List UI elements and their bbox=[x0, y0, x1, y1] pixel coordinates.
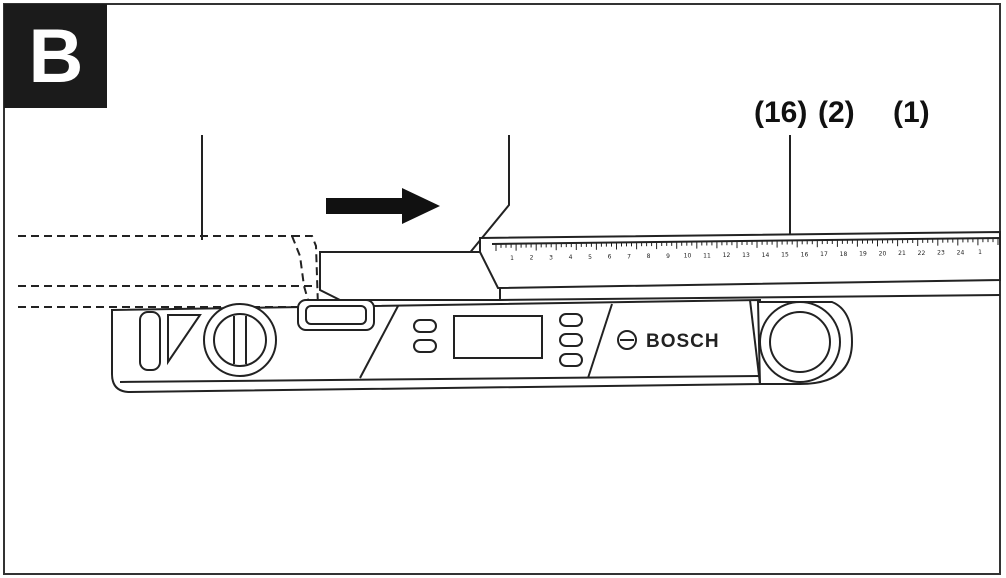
brand-mark: BOSCH bbox=[617, 330, 720, 352]
guide-slot bbox=[297, 299, 375, 331]
ruler-ticks bbox=[495, 238, 999, 251]
sliding-arm bbox=[319, 230, 1001, 301]
arm-front-block bbox=[319, 251, 501, 301]
right-button-middle bbox=[559, 333, 583, 347]
ruler-number: 14 bbox=[762, 252, 770, 259]
ruler-number: 2 bbox=[530, 255, 534, 262]
ruler-number: 13 bbox=[742, 252, 750, 259]
ruler-number: 4 bbox=[569, 254, 573, 261]
ruler-number: 19 bbox=[859, 251, 867, 258]
ghost-arm-dashed bbox=[18, 235, 319, 308]
ruler-number: 21 bbox=[898, 250, 906, 257]
control-panel bbox=[413, 313, 583, 367]
ruler-lower-edge bbox=[499, 294, 1001, 301]
ruler-number: 17 bbox=[820, 251, 828, 258]
ruler-number: 23 bbox=[937, 250, 945, 257]
knob-inner bbox=[213, 313, 267, 367]
locking-knob-icon bbox=[203, 303, 277, 377]
guide-slot-inner bbox=[305, 305, 367, 325]
badge-letter: B bbox=[29, 14, 84, 99]
ruler-number: 1 bbox=[978, 249, 982, 256]
tool-body-slope-left bbox=[359, 305, 399, 379]
left-button-bottom bbox=[413, 339, 437, 353]
ruler-number: 8 bbox=[647, 253, 651, 260]
ruler-number: 18 bbox=[840, 251, 848, 258]
brand-name: BOSCH bbox=[646, 331, 720, 352]
ruler-number: 11 bbox=[703, 253, 711, 260]
ruler-number: 22 bbox=[918, 250, 926, 257]
tool-body-right-cap bbox=[749, 299, 761, 385]
ruler-number: 15 bbox=[781, 252, 789, 259]
left-button-top bbox=[413, 319, 437, 333]
callout-1: (1) bbox=[893, 96, 930, 129]
callout-16: (16) bbox=[754, 96, 807, 129]
ghost-notch bbox=[291, 235, 311, 308]
figure-frame bbox=[3, 3, 1001, 575]
ruler-number: 12 bbox=[723, 252, 731, 259]
vial-wedge bbox=[167, 314, 202, 366]
ruler-body bbox=[479, 230, 1001, 290]
callout-labels: (16) (2) (1) bbox=[754, 96, 930, 129]
ruler-number: 16 bbox=[801, 251, 809, 258]
arrow-head bbox=[402, 188, 440, 224]
figure-badge: B bbox=[4, 4, 107, 108]
ruler-number: 10 bbox=[684, 253, 692, 260]
brand-logo-icon bbox=[617, 330, 637, 350]
ruler-number: 20 bbox=[879, 250, 887, 257]
tool-body-bottom-rail bbox=[119, 375, 761, 383]
wheel-inner bbox=[769, 311, 831, 373]
right-button-top bbox=[559, 313, 583, 327]
ruler-number: 1 bbox=[510, 255, 514, 262]
callout-2: (2) bbox=[818, 96, 855, 129]
ruler-number: 6 bbox=[608, 254, 612, 261]
ruler-number: 3 bbox=[549, 254, 553, 261]
end-wheel-icon bbox=[756, 301, 854, 385]
ghost-end bbox=[292, 235, 319, 308]
vial-frame bbox=[139, 311, 161, 371]
vial-left-icon bbox=[139, 311, 202, 371]
ruler-number: 5 bbox=[588, 254, 592, 261]
display-screen bbox=[453, 315, 543, 359]
arrow-shaft bbox=[326, 198, 406, 214]
tool-body-slope-right bbox=[587, 303, 613, 379]
direction-arrow-icon bbox=[326, 188, 440, 224]
ruler-number: 24 bbox=[957, 250, 965, 257]
ruler-number: 9 bbox=[666, 253, 670, 260]
badge-background bbox=[4, 4, 107, 108]
right-button-bottom bbox=[559, 353, 583, 367]
ruler-number: 7 bbox=[627, 253, 631, 260]
